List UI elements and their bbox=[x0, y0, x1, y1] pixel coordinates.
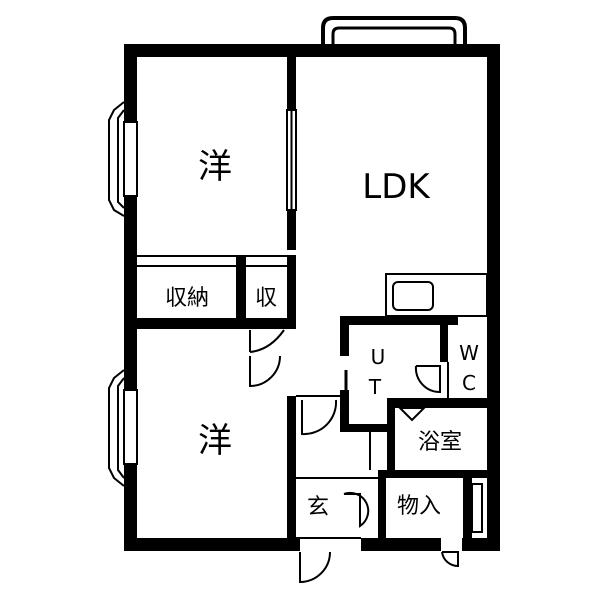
room-label-bathroom: 浴室 bbox=[418, 430, 462, 455]
storage-shelf bbox=[471, 483, 483, 533]
doors bbox=[249, 329, 459, 584]
bay-window-upper bbox=[108, 101, 138, 217]
room-label-closet: 収納 bbox=[165, 286, 209, 311]
interior-walls bbox=[137, 57, 487, 538]
room-label-utility-t: T bbox=[368, 375, 382, 399]
room-label-toilet-c: C bbox=[462, 371, 476, 395]
room-label-utility-u: U bbox=[371, 345, 386, 369]
room-label-toilet-w: W bbox=[459, 341, 479, 365]
kitchen-counter bbox=[385, 273, 488, 317]
room-label-western-upper: 洋 bbox=[198, 147, 232, 187]
thin-partitions bbox=[137, 255, 449, 539]
bay-window-lower bbox=[108, 369, 138, 487]
room-label-entrance: 玄 bbox=[307, 495, 329, 520]
room-label-storage: 物入 bbox=[397, 494, 441, 519]
room-label-ldk: LDK bbox=[362, 167, 431, 207]
balcony bbox=[321, 16, 467, 48]
sliding-door bbox=[286, 109, 297, 211]
room-label-closet-small: 収 bbox=[255, 286, 277, 311]
room-label-western-lower: 洋 bbox=[198, 421, 232, 461]
